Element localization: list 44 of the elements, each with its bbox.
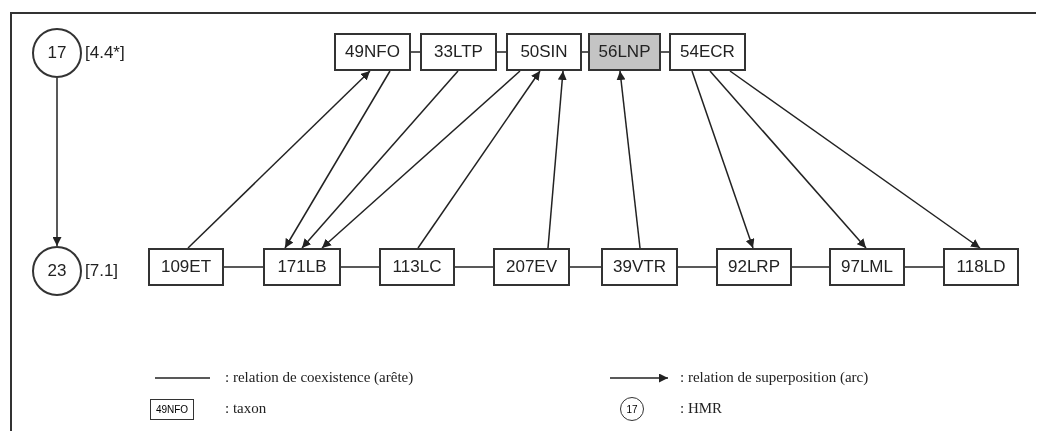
legend-text: : HMR: [680, 400, 723, 417]
arrow: [52, 77, 62, 247]
legend-text: : relation de coexistence (arête): [225, 369, 414, 386]
connector-line: [677, 266, 717, 268]
taxon-box: 39VTR: [601, 248, 678, 286]
taxon-box: 118LD: [943, 248, 1019, 286]
taxon-box: 50SIN: [506, 33, 582, 71]
connector-line: [569, 266, 602, 268]
arrow: [284, 70, 391, 249]
connector-line: [223, 266, 264, 268]
taxon-box: 54ECR: [669, 33, 746, 71]
arrow: [691, 70, 755, 249]
connector-line: [454, 266, 494, 268]
connector-line: [581, 51, 589, 53]
taxon-box: 113LC: [379, 248, 455, 286]
taxon-box: 92LRP: [716, 248, 792, 286]
taxon-box: 33LTP: [420, 33, 497, 71]
legend-text: : relation de superposition (arc): [680, 369, 869, 386]
arrow: [729, 70, 981, 249]
legend-text: : taxon: [225, 400, 267, 417]
arrow: [709, 70, 867, 249]
connector-line: [904, 266, 944, 268]
arrow: [187, 70, 371, 249]
arrow: [417, 70, 541, 249]
taxon-box: 97LML: [829, 248, 905, 286]
taxon-box: 171LB: [263, 248, 341, 286]
taxon-box: 109ET: [148, 248, 224, 286]
hmr-circle: 23: [32, 246, 82, 296]
arrow: [547, 70, 567, 249]
arrow: [616, 70, 641, 249]
connector-line: [340, 266, 380, 268]
connector-line: [660, 51, 670, 53]
arrow: [301, 70, 459, 249]
connector-line: [410, 51, 421, 53]
taxon-box: 49NFO: [334, 33, 411, 71]
taxon-box: 56LNP: [588, 33, 661, 71]
hmr-circle: 17: [32, 28, 82, 78]
taxon-sample: 49NFO: [150, 399, 194, 420]
connector-line: [791, 266, 830, 268]
value-label: [7.1]: [85, 261, 119, 281]
value-label: [4.4*]: [85, 43, 125, 63]
taxon-box: 207EV: [493, 248, 570, 286]
connector-line: [496, 51, 507, 53]
arrow: [321, 70, 521, 249]
